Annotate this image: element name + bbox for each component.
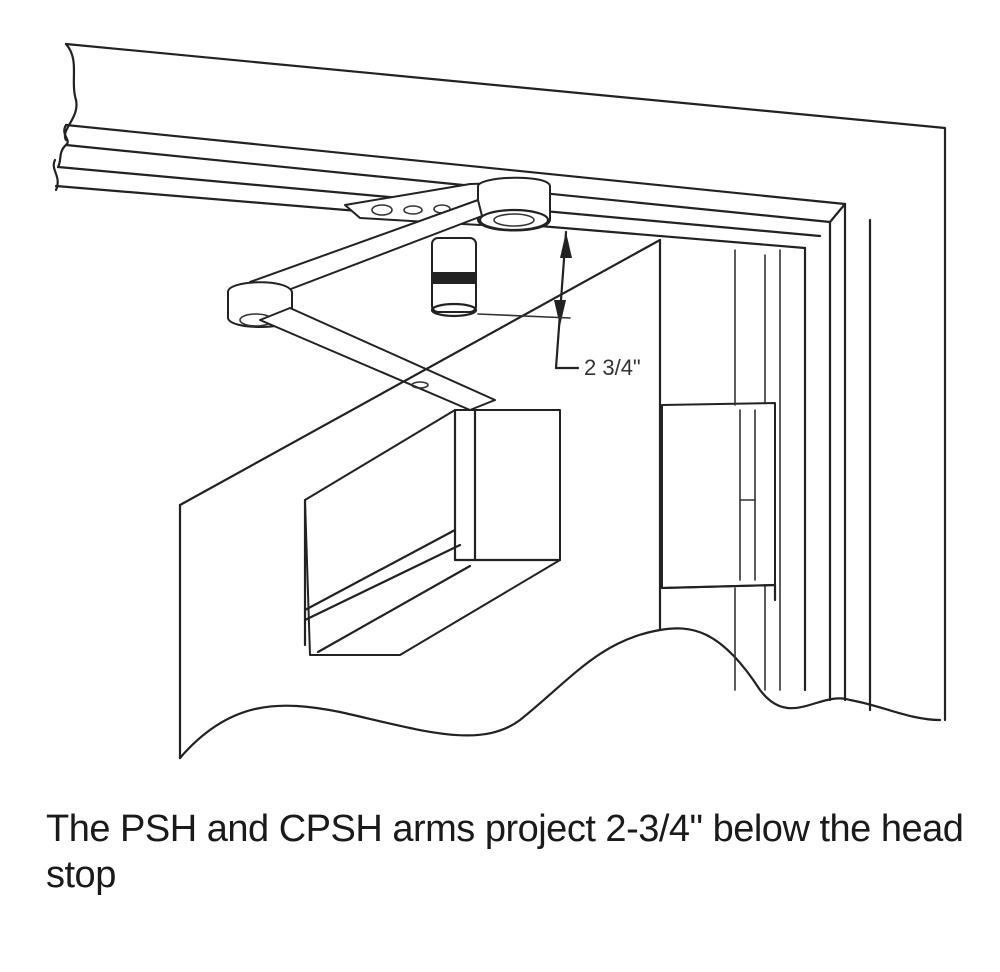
door-closer-diagram: 2 3/4"	[52, 42, 947, 760]
dimension-label: 2 3/4"	[584, 355, 641, 380]
forearm	[259, 307, 496, 411]
pivot-housing	[477, 176, 551, 232]
stop-cylinder	[430, 237, 478, 318]
wall-header	[52, 42, 947, 722]
figure-caption: The PSH and CPSH arms project 2-3/4" bel…	[46, 808, 964, 896]
dimension-2-3-4: 2 3/4"	[477, 230, 641, 380]
closer-body	[303, 408, 562, 656]
door-panel	[178, 238, 942, 760]
hinge	[660, 249, 777, 691]
